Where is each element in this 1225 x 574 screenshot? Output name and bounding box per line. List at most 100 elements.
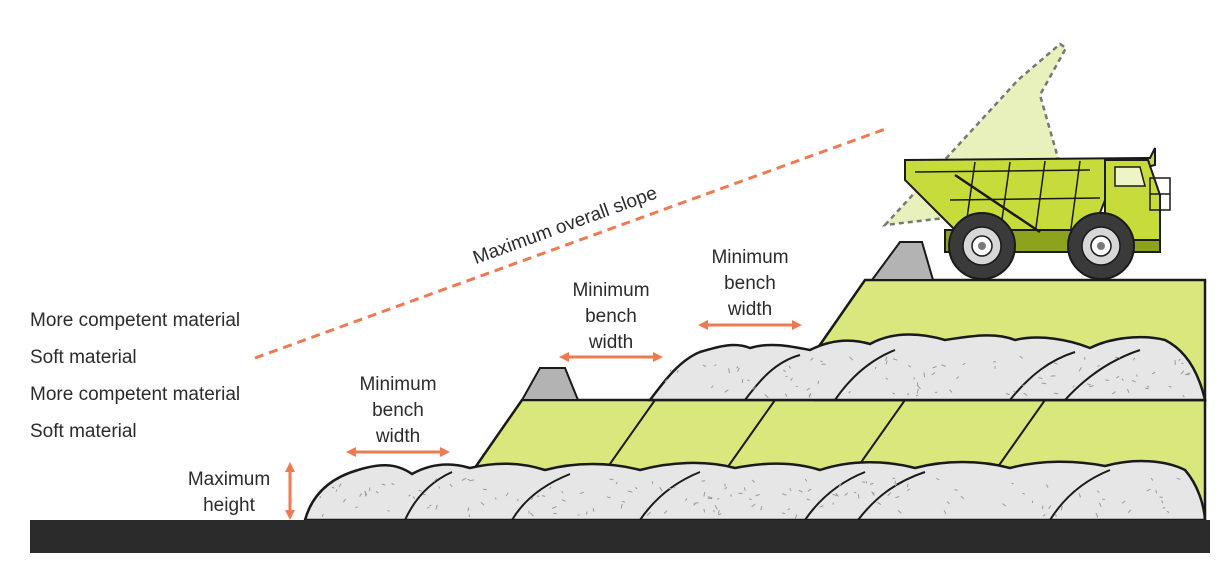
speckle-mark: [907, 364, 912, 368]
safety-berm-upper: [870, 241, 935, 281]
legend-item-3: More competent material: [30, 384, 240, 405]
speckle-mark: [1096, 490, 1100, 494]
legend-item-1: More competent material: [30, 310, 240, 331]
speckle-mark: [517, 498, 519, 502]
safety-berm-lower: [520, 367, 580, 401]
speckle-mark: [634, 486, 638, 490]
bench-low-line3: width: [375, 426, 420, 447]
speckle-mark: [342, 498, 347, 503]
speckle-mark: [663, 510, 668, 514]
speckle-mark: [916, 388, 919, 394]
speckle-mark: [1176, 477, 1181, 480]
speckle-mark: [789, 488, 792, 491]
speckle-mark: [375, 490, 379, 494]
speckle-mark: [897, 509, 902, 514]
speckle-mark: [913, 377, 916, 380]
speckle-mark: [806, 498, 810, 501]
speckle-mark: [832, 493, 838, 497]
speckle-mark: [606, 496, 611, 499]
speckle-mark: [1048, 505, 1052, 510]
speckle-mark: [717, 510, 720, 514]
speckle-mark: [1013, 390, 1016, 393]
speckle-mark: [335, 489, 338, 492]
speckle-mark: [1145, 387, 1149, 390]
speckle-mark: [449, 483, 453, 488]
speckle-mark: [844, 492, 848, 496]
speckle-mark: [381, 483, 386, 486]
speckle-mark: [892, 392, 896, 395]
speckle-mark: [429, 504, 432, 507]
speckle-mark: [1132, 357, 1136, 361]
bench-high-line2: bench: [724, 273, 776, 294]
speckle-mark: [794, 514, 798, 519]
speckle-mark: [714, 505, 718, 510]
upper-soft-material: [647, 333, 1207, 402]
speckle-mark: [505, 492, 509, 497]
speckle-mark: [1178, 358, 1181, 361]
speckle-mark: [1152, 371, 1156, 375]
speckle-mark: [469, 479, 475, 482]
speckle-mark: [724, 389, 729, 393]
speckle-mark: [1121, 378, 1124, 382]
speckle-mark: [872, 492, 875, 495]
speckle-mark: [751, 479, 755, 483]
speckle-mark: [716, 498, 720, 500]
speckle-mark: [627, 490, 633, 493]
speckle-mark: [874, 366, 877, 369]
speckle-mark: [1150, 477, 1154, 481]
speckle-mark: [1180, 370, 1185, 375]
speckle-mark: [790, 377, 793, 382]
speckle-mark: [1121, 500, 1126, 504]
rear-wheel: [948, 212, 1016, 280]
speckle-mark: [1023, 392, 1028, 396]
material-legend: More competent material Soft material Mo…: [30, 310, 240, 442]
speckle-mark: [895, 496, 900, 499]
speckle-mark: [817, 380, 820, 385]
lower-soft-material: [303, 459, 1207, 522]
speckle-mark: [659, 486, 663, 492]
speckle-mark: [433, 478, 438, 483]
speckle-mark: [703, 491, 706, 497]
speckle-mark: [1054, 513, 1057, 517]
bench-width-arrow-low: Minimum bench width: [346, 374, 450, 457]
speckle-mark: [541, 495, 546, 497]
speckle-mark: [932, 366, 937, 369]
speckle-mark: [707, 496, 713, 499]
speckle-mark: [1046, 484, 1049, 488]
speckle-mark: [418, 489, 422, 492]
speckle-mark: [804, 478, 808, 482]
speckle-mark: [664, 378, 669, 383]
speckle-mark: [561, 490, 564, 494]
speckle-mark: [1126, 388, 1130, 394]
speckle-mark: [806, 387, 810, 391]
speckle-mark: [551, 505, 557, 509]
speckle-mark: [531, 497, 533, 501]
speckle-mark: [907, 488, 911, 492]
speckle-mark: [1022, 492, 1025, 495]
speckle-mark: [1005, 393, 1010, 396]
speckle-mark: [849, 356, 854, 361]
speckle-mark: [592, 508, 595, 512]
speckle-mark: [1088, 385, 1094, 388]
speckle-mark: [1011, 482, 1014, 485]
speckle-mark: [1168, 385, 1172, 388]
speckle-mark: [391, 482, 395, 486]
speckle-mark: [338, 483, 342, 488]
speckle-mark: [615, 481, 618, 485]
speckle-mark: [1050, 375, 1056, 377]
speckle-mark: [1053, 361, 1058, 365]
speckle-mark: [673, 486, 676, 489]
speckle-mark: [1102, 498, 1105, 501]
speckle-mark: [480, 501, 485, 506]
speckle-mark: [781, 512, 786, 515]
speckle-mark: [1181, 362, 1184, 365]
speckle-mark: [931, 372, 936, 376]
speckle-mark: [1162, 507, 1166, 509]
legend-item-4: Soft material: [30, 421, 137, 442]
speckle-mark: [865, 481, 868, 484]
speckle-mark: [408, 494, 411, 497]
speckle-mark: [676, 369, 679, 373]
speckle-mark: [461, 477, 467, 481]
speckle-mark: [787, 508, 791, 511]
